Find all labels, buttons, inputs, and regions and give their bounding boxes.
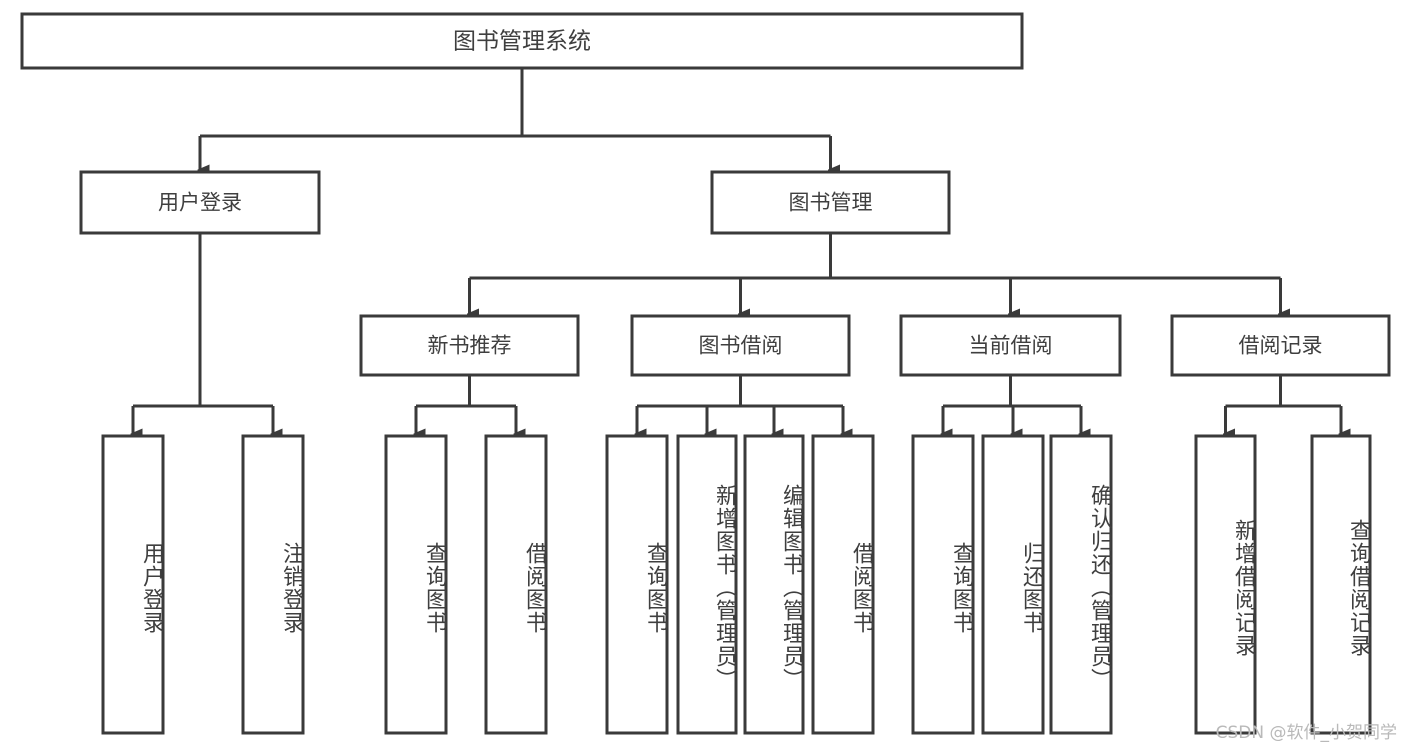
leaf-leaf-borrow-book-2-box[interactable] — [811, 434, 875, 735]
node-borrow-record-label: 借阅记录 — [1239, 334, 1323, 358]
leaf-leaf-query-book-1[interactable] — [384, 434, 448, 735]
node-user-login-label: 用户登录 — [158, 191, 242, 215]
node-book-manage[interactable]: 图书管理 — [710, 170, 951, 235]
node-book-manage-box[interactable] — [710, 170, 951, 235]
leaf-leaf-borrow-book-1[interactable] — [484, 434, 548, 735]
node-borrow-record-box[interactable] — [1170, 314, 1391, 377]
root-node[interactable]: 图书管理系统 — [20, 12, 1024, 70]
leaf-leaf-borrow-book-2[interactable] — [811, 434, 875, 735]
leaf-leaf-query-record-box[interactable] — [1310, 434, 1372, 735]
watermark: CSDN @软件_小贺同学 — [1215, 723, 1397, 743]
leaf-leaf-query-book-2-box[interactable] — [605, 434, 669, 735]
node-new-book-rec[interactable]: 新书推荐 — [359, 314, 580, 377]
node-book-borrow-box[interactable] — [630, 314, 851, 377]
leaf-leaf-query-book-3-box[interactable] — [911, 434, 975, 735]
node-book-borrow[interactable]: 图书借阅 — [630, 314, 851, 377]
leaf-leaf-user-logout[interactable] — [241, 434, 305, 735]
node-new-book-rec-box[interactable] — [359, 314, 580, 377]
node-current-borrow[interactable]: 当前借阅 — [899, 314, 1122, 377]
leaf-leaf-query-book-2[interactable] — [605, 434, 669, 735]
leaf-leaf-return-book[interactable] — [981, 434, 1045, 735]
node-book-manage-label: 图书管理 — [789, 191, 873, 215]
node-current-borrow-box[interactable] — [899, 314, 1122, 377]
node-user-login[interactable]: 用户登录 — [79, 170, 321, 235]
leaf-leaf-query-book-1-box[interactable] — [384, 434, 448, 735]
leaf-leaf-query-record[interactable] — [1310, 434, 1372, 735]
node-new-book-rec-label: 新书推荐 — [428, 334, 512, 358]
leaf-leaf-return-book-box[interactable] — [981, 434, 1045, 735]
leaf-leaf-user-login-box[interactable] — [101, 434, 165, 735]
leaf-leaf-confirm-return-box[interactable] — [1049, 434, 1113, 735]
leaf-leaf-query-book-3[interactable] — [911, 434, 975, 735]
leaf-leaf-add-record-box[interactable] — [1194, 434, 1257, 735]
node-user-login-box[interactable] — [79, 170, 321, 235]
root-node-box[interactable] — [20, 12, 1024, 70]
leaf-leaf-add-book[interactable] — [676, 434, 738, 735]
node-borrow-record[interactable]: 借阅记录 — [1170, 314, 1391, 377]
node-book-borrow-label: 图书借阅 — [699, 334, 783, 358]
leaf-leaf-user-login[interactable] — [101, 434, 165, 735]
leaf-leaf-borrow-book-1-box[interactable] — [484, 434, 548, 735]
leaf-leaf-edit-book[interactable] — [743, 434, 805, 735]
leaf-leaf-user-logout-box[interactable] — [241, 434, 305, 735]
leaf-leaf-confirm-return[interactable] — [1049, 434, 1113, 735]
leaf-leaf-add-record[interactable] — [1194, 434, 1257, 735]
leaf-leaf-edit-book-box[interactable] — [743, 434, 805, 735]
edge-layer — [133, 68, 1341, 434]
node-current-borrow-label: 当前借阅 — [969, 334, 1053, 358]
leaf-leaf-add-book-box[interactable] — [676, 434, 738, 735]
root-node-label: 图书管理系统 — [453, 29, 591, 55]
